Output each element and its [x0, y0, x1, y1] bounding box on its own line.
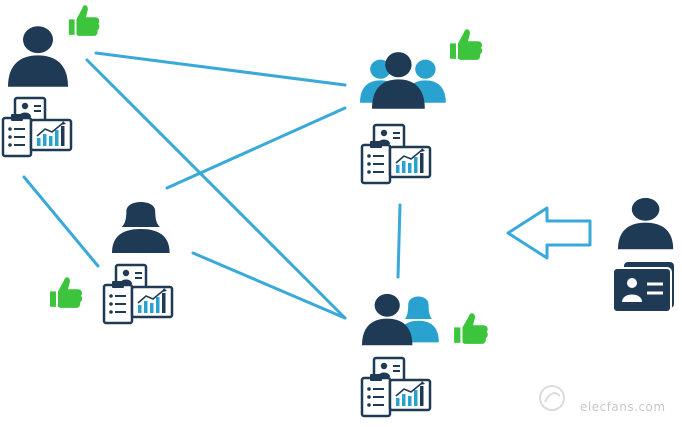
documents-icon — [360, 123, 432, 185]
connection-line — [94, 51, 347, 87]
left-arrow-icon — [506, 206, 592, 260]
documents-icon — [360, 356, 432, 418]
incoming-member — [506, 197, 674, 313]
watermark-logo — [539, 385, 565, 411]
couple-icon — [362, 293, 413, 346]
connection-line — [85, 58, 347, 320]
node-group-bottom — [360, 293, 488, 418]
watermark-text: elecfans.com — [580, 400, 666, 414]
female-person-icon — [112, 202, 170, 253]
node-group-top-right — [360, 29, 483, 185]
connection-line — [22, 175, 100, 268]
person-icon — [8, 26, 68, 87]
connection-lines — [22, 51, 402, 320]
thumbs-up-icon — [454, 313, 488, 344]
thumbs-up-icon — [450, 29, 483, 60]
node-person-top-left — [1, 5, 100, 158]
connection-line — [191, 251, 347, 320]
new-person-icon — [618, 197, 674, 250]
thumbs-up-icon — [68, 5, 100, 36]
connection-line — [165, 106, 347, 190]
documents-icon — [1, 96, 73, 158]
node-person-female-middle — [50, 202, 174, 325]
documents-icon — [102, 263, 174, 325]
connection-line — [396, 203, 402, 279]
thumbs-up-icon — [50, 277, 83, 308]
id-card-icon — [612, 262, 674, 313]
